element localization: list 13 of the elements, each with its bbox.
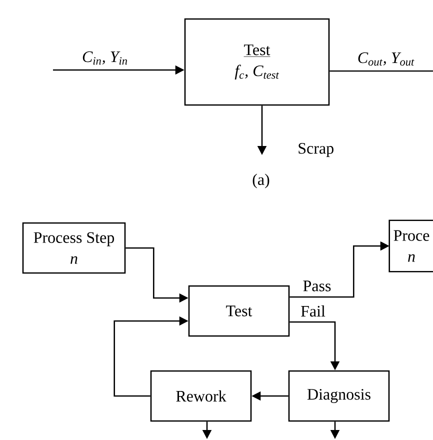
- process-box: Test f$_{c}$, C$_{test}$: [184, 18, 330, 106]
- process-box: Diagnosis: [288, 370, 390, 422]
- process-box: Process Step n: [22, 222, 126, 274]
- process-box: Test: [188, 285, 290, 337]
- edge-label: Scrap: [296, 142, 336, 158]
- edge-label: C$_{out}$, Y$_{out}$: [356, 51, 416, 67]
- edge-label: Pass: [302, 280, 332, 292]
- process-box: Rework: [150, 370, 252, 422]
- edge-label: C$_{in}$, Y$_{in}$: [81, 50, 129, 66]
- connector-line: [330, 70, 433, 72]
- edge-label: Fail: [300, 304, 326, 318]
- process-box: Proce n: [388, 220, 433, 272]
- panel-label: (a): [252, 174, 270, 188]
